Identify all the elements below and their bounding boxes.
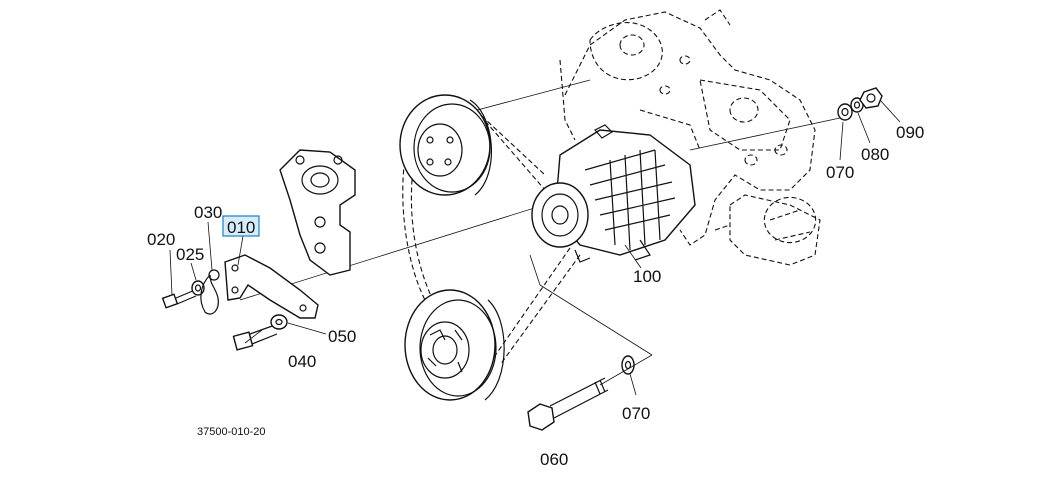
part-label-010[interactable]: 010: [227, 218, 255, 237]
part-label-070-lower[interactable]: 070: [622, 404, 650, 423]
bolt-060: [527, 377, 609, 431]
washer-050: [270, 314, 288, 330]
part-label-030[interactable]: 030: [194, 203, 222, 222]
spring-030: [200, 269, 220, 315]
part-label-060[interactable]: 060: [540, 450, 568, 469]
figure-code: 37500-010-20: [197, 426, 266, 438]
part-label-025[interactable]: 025: [176, 245, 204, 264]
part-label-020[interactable]: 020: [147, 230, 175, 249]
alternator: [531, 124, 696, 263]
nut-090: [859, 87, 883, 109]
bolt-020: [161, 289, 197, 309]
alternator-bracket: [224, 149, 356, 319]
right-axis-line: [689, 117, 841, 151]
bolt-040: [232, 324, 278, 351]
part-label-080[interactable]: 080: [861, 145, 889, 164]
selected-part-highlight: [222, 215, 260, 237]
part-label-090[interactable]: 090: [896, 123, 924, 142]
part-label-050[interactable]: 050: [328, 327, 356, 346]
washer-070-upper: [837, 103, 853, 121]
part-label-070-upper[interactable]: 070: [826, 163, 854, 182]
part-label-040[interactable]: 040: [288, 352, 316, 371]
part-label-100[interactable]: 100: [633, 267, 661, 286]
engine-block: [559, 9, 821, 266]
leader-lines: [169, 99, 901, 396]
water-pump-pulley: [399, 94, 492, 196]
crankshaft-pulley: [404, 289, 505, 401]
